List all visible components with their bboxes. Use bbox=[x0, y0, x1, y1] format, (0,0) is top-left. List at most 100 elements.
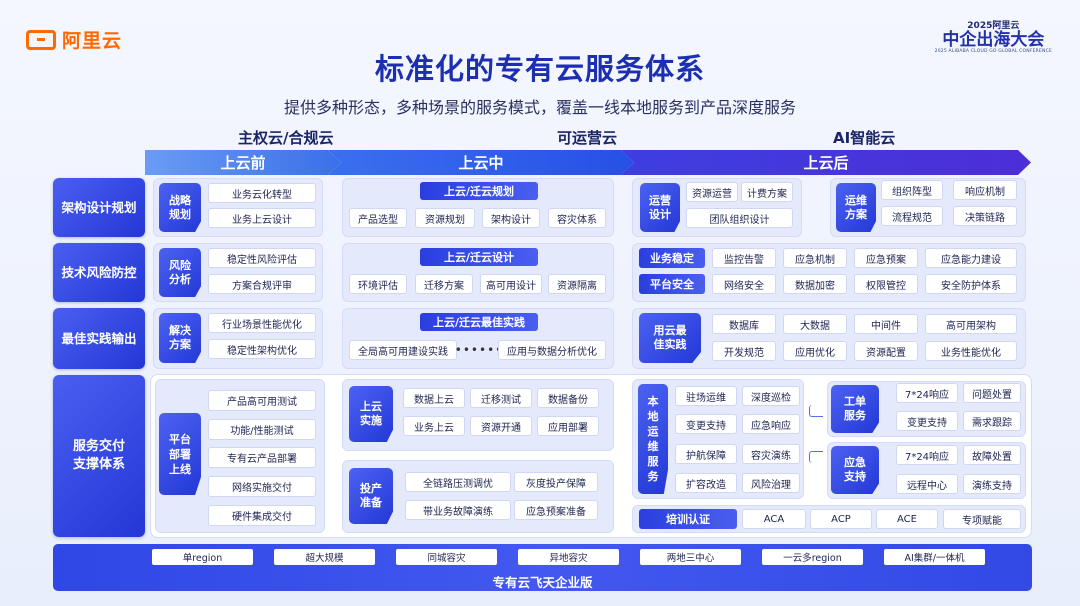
logo-text: 阿里云 bbox=[62, 30, 123, 52]
r3-post-item: 中间件 bbox=[854, 314, 918, 334]
r2-post-item: 数据加密 bbox=[783, 274, 847, 294]
phase-label-sovereign: 主权云/合规云 bbox=[238, 129, 334, 147]
deploy-mode-chip: 单region bbox=[152, 549, 253, 565]
r1-mid-item: 资源规划 bbox=[415, 208, 475, 228]
r3-mid-bar: 上云/迁云最佳实践 bbox=[420, 313, 538, 331]
deploy-mode-chip: 异地容灾 bbox=[518, 549, 619, 565]
phase-label-ai: AI智能云 bbox=[833, 129, 896, 147]
r2-post-tag-security: 平台安全 bbox=[639, 274, 705, 294]
r1-mid-bar: 上云/迁云规划 bbox=[420, 182, 538, 200]
r4-mid1-item: 应用部署 bbox=[537, 416, 599, 436]
r2-pre-item: 方案合规评审 bbox=[208, 274, 316, 294]
r3-post-item: 业务性能优化 bbox=[925, 341, 1017, 361]
r1-post1-item: 团队组织设计 bbox=[686, 208, 793, 228]
row-header-architecture: 架构设计规划 bbox=[53, 178, 145, 237]
r2-post-item: 安全防护体系 bbox=[925, 274, 1017, 294]
r4-ops-tag: 本 地 运 维 服 务 bbox=[638, 384, 668, 494]
r1-pre-item: 业务上云设计 bbox=[208, 208, 316, 228]
r4-mid2-item: 灰度投产保障 bbox=[514, 472, 598, 492]
r4-pre-item: 网络实施交付 bbox=[208, 476, 316, 497]
r4-ops-item: 驻场运维 bbox=[675, 386, 737, 406]
connector-ticket bbox=[809, 405, 823, 417]
row-header-practice: 最佳实践输出 bbox=[53, 308, 145, 369]
phase-arrow-pre: 上云前 bbox=[145, 150, 341, 175]
r2-mid-item: 资源隔离 bbox=[548, 274, 606, 294]
r4-mid1-tag: 上云 实施 bbox=[349, 386, 393, 442]
r2-post-item: 权限管控 bbox=[854, 274, 918, 294]
event-year: 2025阿里云 bbox=[967, 21, 1020, 31]
r4-emerg-item: 7*24响应 bbox=[896, 445, 958, 465]
r4-ticket-item: 需求跟踪 bbox=[963, 411, 1021, 431]
bottom-title: 专有云飞天企业版 bbox=[492, 575, 593, 590]
r2-mid-bar: 上云/迁云设计 bbox=[420, 248, 538, 266]
deploy-mode-chip: 同城容灾 bbox=[396, 549, 497, 565]
r4-mid1-item: 业务上云 bbox=[403, 416, 465, 436]
r4-emerg-item: 演练支持 bbox=[963, 474, 1021, 494]
r2-mid-item: 高可用设计 bbox=[480, 274, 542, 294]
connector-emergency bbox=[809, 451, 823, 463]
r1-post2-item: 组织阵型 bbox=[881, 180, 943, 200]
r1-post2-item: 流程规范 bbox=[881, 206, 943, 226]
r4-mid1-item: 资源开通 bbox=[470, 416, 532, 436]
r2-post-item: 监控告警 bbox=[712, 248, 776, 268]
page-title: 标准化的专有云服务体系 bbox=[374, 52, 705, 86]
r4-ops-item: 深度巡检 bbox=[742, 386, 800, 406]
r4-ops-item: 风险治理 bbox=[742, 473, 800, 493]
r4-emerg-item: 故障处置 bbox=[963, 445, 1021, 465]
deploy-mode-chip: 超大规模 bbox=[274, 549, 375, 565]
row-header-delivery: 服务交付 支撑体系 bbox=[53, 375, 145, 537]
r4-train-item: ACA bbox=[742, 509, 806, 529]
aliyun-logo-icon bbox=[26, 29, 56, 50]
r1-pre-tag: 战略 规划 bbox=[159, 183, 201, 232]
r3-mid-item: 应用与数据分析优化 bbox=[498, 340, 606, 360]
r1-mid-item: 架构设计 bbox=[482, 208, 540, 228]
r2-pre-tag: 风险 分析 bbox=[159, 248, 201, 297]
r4-mid2-tag: 投产 准备 bbox=[349, 468, 393, 524]
event-name: 中企出海大会 bbox=[942, 30, 1045, 50]
r2-post-item: 应急预案 bbox=[854, 248, 918, 268]
r3-pre-item: 行业场景性能优化 bbox=[208, 313, 316, 333]
r4-emerg-item: 远程中心 bbox=[896, 474, 958, 494]
r3-post-item: 高可用架构 bbox=[925, 314, 1017, 334]
r1-pre-item: 业务云化转型 bbox=[208, 183, 316, 203]
r1-mid-item: 产品选型 bbox=[349, 208, 407, 228]
phase-arrow-post: 上云后 bbox=[621, 150, 1031, 175]
r4-pre-tag: 平台 部署 上线 bbox=[159, 413, 201, 495]
r4-emerg-tag: 应急 支持 bbox=[831, 446, 879, 494]
event-english: 2025 ALIBABA CLOUD GO GLOBAL CONFERENCE bbox=[934, 49, 1052, 54]
r2-post-tag-stability: 业务稳定 bbox=[639, 248, 705, 268]
r4-train-item: 专项赋能 bbox=[943, 509, 1021, 529]
r2-mid-item: 环境评估 bbox=[349, 274, 407, 294]
r4-ops-item: 护航保障 bbox=[675, 444, 737, 464]
r4-train-tag: 培训认证 bbox=[639, 509, 737, 529]
r4-ticket-item: 变更支持 bbox=[896, 411, 958, 431]
r2-post-item: 网络安全 bbox=[712, 274, 776, 294]
r1-mid-item: 容灾体系 bbox=[548, 208, 606, 228]
r1-post2-item: 决策链路 bbox=[953, 206, 1017, 226]
r4-train-item: ACP bbox=[810, 509, 872, 529]
r4-pre-item: 硬件集成交付 bbox=[208, 505, 316, 526]
r3-mid-item: 全局高可用建设实践 bbox=[349, 340, 457, 360]
r2-mid-item: 迁移方案 bbox=[415, 274, 473, 294]
r3-pre-tag: 解决 方案 bbox=[159, 313, 201, 363]
r4-pre-item: 功能/性能测试 bbox=[208, 419, 316, 440]
event-logo: 2025阿里云 中企出海大会 2025 ALIBABA CLOUD GO GLO… bbox=[935, 18, 1052, 54]
row-header-risk: 技术风险防控 bbox=[53, 243, 145, 302]
r1-post1-item: 计费方案 bbox=[741, 182, 793, 202]
r4-mid1-item: 数据备份 bbox=[537, 388, 599, 408]
r4-ops-item: 应急响应 bbox=[742, 414, 800, 434]
r3-post-item: 应用优化 bbox=[783, 341, 847, 361]
phase-label-operable: 可运营云 bbox=[557, 129, 618, 147]
deploy-mode-chip: 一云多region bbox=[762, 549, 863, 565]
r4-mid1-item: 迁移测试 bbox=[470, 388, 532, 408]
r4-ticket-item: 7*24响应 bbox=[896, 383, 958, 403]
r4-mid2-item: 应急预案准备 bbox=[514, 500, 598, 520]
r2-pre-item: 稳定性风险评估 bbox=[208, 248, 316, 268]
r3-post-item: 开发规范 bbox=[712, 341, 776, 361]
deploy-mode-chip: AI集群/一体机 bbox=[884, 549, 985, 565]
r4-ticket-tag: 工单 服务 bbox=[831, 385, 879, 433]
r2-post-item: 应急能力建设 bbox=[925, 248, 1017, 268]
phase-arrow-mid: 上云中 bbox=[328, 150, 634, 175]
r4-mid1-item: 数据上云 bbox=[403, 388, 465, 408]
r4-train-item: ACE bbox=[876, 509, 938, 529]
